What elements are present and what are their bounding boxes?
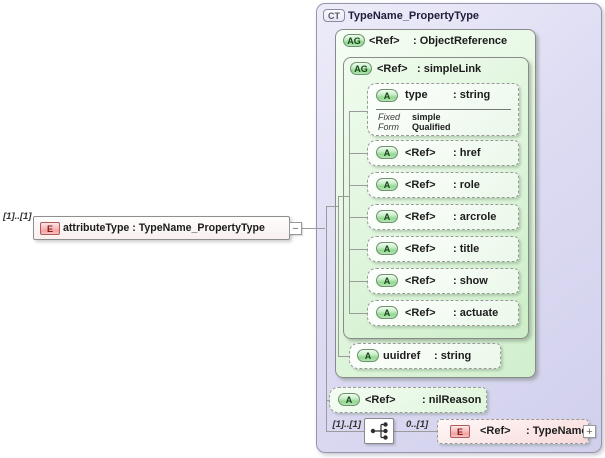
connector-line xyxy=(326,206,338,207)
attribute-type: : actuate xyxy=(453,307,499,319)
form-facet-value: Qualified xyxy=(412,122,451,132)
sequence-icon[interactable] xyxy=(364,418,394,444)
objectreference-name: <Ref> xyxy=(369,35,400,47)
form-facet-label: Form xyxy=(378,122,399,132)
attribute-type: : arcrole xyxy=(453,211,497,223)
attribute-row-href[interactable]: A <Ref> : href xyxy=(367,140,519,166)
attribute-row-actuate[interactable]: A <Ref> : actuate xyxy=(367,300,519,326)
attribute-row-role[interactable]: A <Ref> : role xyxy=(367,172,519,198)
connector-line xyxy=(338,196,349,197)
attribute-name: type xyxy=(405,89,428,101)
connector-line xyxy=(394,431,437,432)
child-cardinality-label: 0..[1] xyxy=(406,419,429,430)
attribute-icon: A xyxy=(376,210,398,223)
connector-line xyxy=(326,206,327,432)
sequence-glyph-icon xyxy=(370,422,388,440)
attribute-row-uuidref[interactable]: A uuidref : string xyxy=(349,343,501,369)
attribute-name: <Ref> xyxy=(405,211,436,223)
connector-line xyxy=(301,228,325,229)
attribute-name: uuidref xyxy=(383,350,421,362)
simplelink-name: <Ref> xyxy=(377,63,408,75)
element-icon: E xyxy=(450,425,470,438)
element-row-typename[interactable]: E <Ref> : TypeName xyxy=(437,419,589,444)
sequence-cardinality-label: [1]..[1] xyxy=(332,419,362,430)
facet-separator xyxy=(376,109,511,110)
attribute-row-type[interactable]: A type : string Fixed simple Form Qualif… xyxy=(367,83,519,136)
connector-line xyxy=(349,313,368,314)
element-cardinality-label: [1]..[1] xyxy=(3,211,32,222)
element-label: attributeType : TypeName_PropertyType xyxy=(63,222,265,234)
attribute-name: <Ref> xyxy=(405,275,436,287)
element-type: : TypeName xyxy=(526,425,588,437)
connector-line xyxy=(349,249,368,250)
attribute-type: : title xyxy=(453,243,480,255)
attribute-icon: A xyxy=(376,242,398,255)
attribute-icon: A xyxy=(357,349,379,362)
attribute-type: : href xyxy=(453,147,481,159)
attribute-row-show[interactable]: A <Ref> : show xyxy=(367,268,519,294)
connector-line xyxy=(349,111,350,314)
attribute-name: <Ref> xyxy=(365,394,396,406)
attribute-icon: A xyxy=(376,274,398,287)
attribute-name: <Ref> xyxy=(405,307,436,319)
connector-line xyxy=(338,196,339,357)
fixed-facet-label: Fixed xyxy=(378,112,401,122)
attribute-group-icon: AG xyxy=(350,62,372,75)
element-name: <Ref> xyxy=(480,425,511,437)
attribute-group-icon: AG xyxy=(343,34,365,47)
attribute-icon: A xyxy=(338,393,360,406)
attribute-row-arcrole[interactable]: A <Ref> : arcrole xyxy=(367,204,519,230)
attribute-icon: A xyxy=(376,178,398,191)
element-icon: E xyxy=(40,222,60,235)
connector-line xyxy=(338,356,350,357)
connector-line xyxy=(349,185,368,186)
attribute-type: : show xyxy=(453,275,488,287)
complex-type-title: TypeName_PropertyType xyxy=(348,10,480,22)
attribute-icon: A xyxy=(376,306,398,319)
attribute-icon: A xyxy=(376,89,398,102)
connector-line xyxy=(349,153,368,154)
connector-line xyxy=(349,281,368,282)
attribute-row-nilreason[interactable]: A <Ref> : nilReason xyxy=(329,387,487,413)
attribute-icon: A xyxy=(376,146,398,159)
attribute-name: <Ref> xyxy=(405,243,436,255)
attribute-type: : string xyxy=(434,350,472,362)
attribute-type: : role xyxy=(453,179,480,191)
attribute-type-element[interactable]: E attributeType : TypeName_PropertyType xyxy=(33,216,290,240)
attribute-row-title[interactable]: A <Ref> : title xyxy=(367,236,519,262)
objectreference-type: : ObjectReference xyxy=(413,35,508,47)
connector-line xyxy=(326,431,364,432)
expand-toggle[interactable]: + xyxy=(583,425,596,438)
attribute-name: <Ref> xyxy=(405,179,436,191)
attribute-name: <Ref> xyxy=(405,147,436,159)
collapse-toggle[interactable]: − xyxy=(289,222,302,235)
attribute-type: : nilReason xyxy=(422,394,482,406)
connector-line xyxy=(326,400,331,401)
connector-line xyxy=(349,111,368,112)
complex-type-icon: CT xyxy=(323,9,345,22)
attribute-type: : string xyxy=(453,89,491,101)
connector-line xyxy=(349,217,368,218)
fixed-facet-value: simple xyxy=(412,112,441,122)
simplelink-type: : simpleLink xyxy=(417,63,482,75)
complex-type-panel[interactable]: CT TypeName_PropertyType AG <Ref> : Obje… xyxy=(316,3,602,453)
